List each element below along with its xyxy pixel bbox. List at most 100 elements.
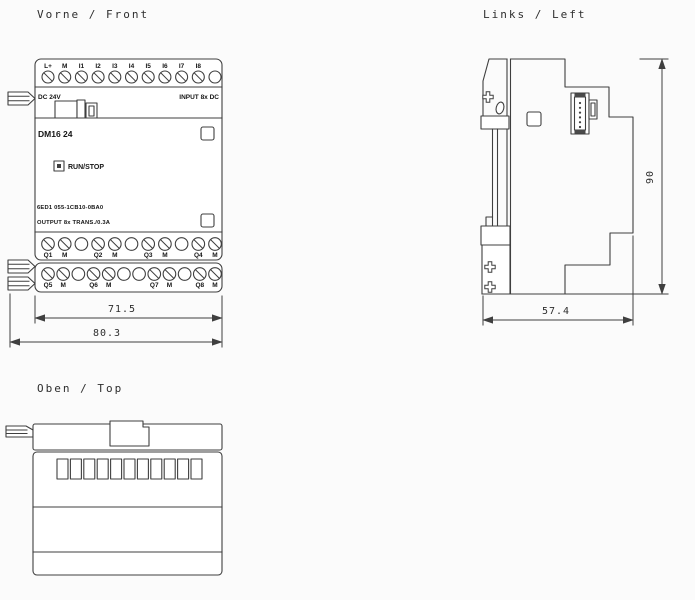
terminal-label: M — [112, 252, 117, 259]
dim-text-depth: 57.4 — [542, 306, 570, 317]
screw-slot-icon — [109, 239, 120, 249]
oval-cutout-icon — [495, 101, 505, 115]
screw-slot-icon — [126, 72, 137, 82]
screw-terminal-icon — [71, 267, 86, 281]
terminal-slot — [136, 458, 149, 480]
terminal-label: Q4 — [194, 252, 203, 259]
mounting-slot-upper — [200, 126, 215, 141]
dim-text-inner-width: 71.5 — [108, 304, 136, 315]
front-dimension-outer-width: 80.3 — [9, 293, 223, 348]
connector-latch-inner — [590, 102, 596, 117]
top-connector-tab — [5, 425, 34, 438]
top-housing-outline — [32, 451, 223, 576]
terminal-label: Q3 — [144, 252, 153, 259]
terminal-label: I5 — [145, 63, 151, 70]
terminal-label: M — [106, 282, 111, 289]
terminal-label: I7 — [179, 63, 185, 70]
screw-slot-icon — [176, 72, 187, 82]
terminal-label: I8 — [196, 63, 202, 70]
connector-pin-icon — [578, 121, 582, 124]
side-connector-tab-bottom2 — [7, 276, 36, 291]
dim-text-height: 90 — [645, 170, 656, 184]
connector-pin-icon — [578, 125, 582, 129]
cross-cutout-icon — [482, 91, 494, 103]
terminal-label: Q7 — [150, 282, 159, 289]
terminal-label: M — [212, 252, 217, 259]
screw-terminal-icon — [174, 237, 189, 251]
terminal-label: M — [62, 63, 67, 70]
screw-slot-icon — [194, 269, 205, 279]
front-module-outline — [34, 58, 223, 261]
screw-slot-icon — [43, 239, 53, 249]
terminal-label: L+ — [44, 63, 52, 70]
power-label: DC 24V — [38, 94, 61, 101]
terminal-label: M — [212, 282, 217, 289]
dim-text-outer-width: 80.3 — [93, 328, 121, 339]
left-dimension-height: 90 — [639, 58, 669, 295]
screw-slot-icon — [93, 239, 103, 249]
terminal-slot — [163, 458, 176, 480]
screw-slot-icon — [210, 239, 220, 249]
terminal-slot — [56, 458, 69, 480]
terminal-slot — [69, 458, 82, 480]
side-slot — [526, 111, 542, 127]
screw-slot-icon — [88, 269, 99, 279]
terminal-slot — [110, 458, 123, 480]
connector-pin-icon — [578, 101, 582, 105]
terminal-label: M — [62, 252, 67, 259]
screw-slot-icon — [103, 269, 114, 279]
expansion-slide-switch — [54, 99, 98, 119]
screw-slot-icon — [193, 72, 203, 82]
clip-hook — [485, 216, 494, 227]
connector-pin-icon — [578, 111, 582, 114]
screw-terminal-icon — [132, 267, 146, 281]
screw-slot-icon — [58, 269, 69, 279]
terminal-slot — [177, 458, 190, 480]
terminal-slot — [150, 458, 163, 480]
screw-terminal-icon — [177, 267, 192, 281]
screw-slot-icon — [164, 269, 175, 279]
front-dimension-inner-width: 71.5 — [34, 295, 223, 348]
expansion-socket-connector — [570, 92, 598, 135]
input-type-label: INPUT 8x DC — [179, 94, 219, 101]
screw-slot-icon — [143, 239, 154, 249]
screw-terminal-icon — [117, 267, 131, 281]
slide-switch-body — [54, 100, 78, 119]
screw-slot-icon — [149, 269, 160, 279]
left-view-title: Links / Left — [483, 8, 586, 21]
order-number-label: 6ED1 055-1CB10-0BA0 — [37, 205, 103, 211]
terminal-label: Q8 — [195, 282, 204, 289]
terminal-label: Q5 — [44, 282, 53, 289]
terminal-label: I4 — [129, 63, 135, 70]
housing-step-outline — [509, 58, 634, 295]
terminal-label: Q2 — [94, 252, 103, 259]
screw-slot-icon — [76, 72, 87, 82]
terminal-label: M — [60, 282, 65, 289]
screw-slot-icon — [193, 239, 204, 249]
screw-slot-icon — [60, 72, 70, 82]
screw-slot-icon — [43, 72, 53, 82]
front-view-title: Vorne / Front — [37, 8, 149, 21]
din-clip-bar-lower — [480, 225, 511, 246]
screw-slot-icon — [160, 239, 170, 249]
model-label: DM16 24 — [38, 129, 73, 139]
connector-cap — [574, 93, 586, 97]
screw-terminal-icon — [74, 237, 89, 251]
terminal-label: I3 — [112, 63, 118, 70]
terminal-slot — [83, 458, 96, 480]
screw-slot-icon — [59, 239, 70, 249]
left-dimension-depth: 57.4 — [482, 235, 634, 326]
screw-slot-icon — [110, 72, 120, 82]
screw-slot-icon — [93, 72, 103, 82]
top-slots — [56, 458, 203, 480]
terminal-slot — [190, 458, 203, 480]
run-stop-led-dot-icon — [57, 164, 61, 168]
slide-switch-knob-inner — [88, 105, 95, 117]
screw-terminal-icon — [124, 237, 139, 251]
terminal-label: I6 — [162, 63, 168, 70]
din-clip-bar-upper — [480, 115, 510, 130]
